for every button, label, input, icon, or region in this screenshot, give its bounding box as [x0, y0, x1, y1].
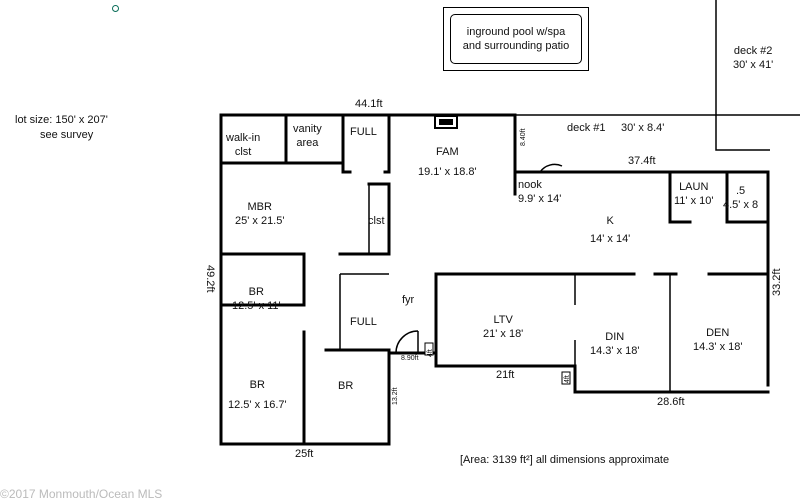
deck1-name: deck #1 [567, 122, 606, 134]
pool-inner-box: inground pool w/spa and surrounding pati… [450, 14, 582, 64]
pool-label-line1: inground pool w/spa [466, 26, 566, 38]
dim-br-side: 13.2ft [392, 387, 399, 405]
kitchen-name: K [606, 215, 614, 227]
br1-walls [219, 252, 306, 307]
fam-name: FAM [436, 146, 459, 158]
full-mid-label: FULL [350, 316, 377, 328]
ltv-dims: 21' x 18' [483, 328, 524, 340]
den-name: DEN [706, 327, 730, 339]
half-bath-label: .5 4.5' x 8 [723, 184, 758, 212]
lot-size-label: lot size: 150' x 207' [15, 114, 108, 126]
br3-label: BR [338, 380, 354, 392]
walkin-label: walk-in clst [226, 131, 260, 159]
ltv-label: LTV 21' x 18' [483, 313, 523, 341]
full-mid-walls [339, 273, 389, 350]
nook-label: nook 9.9' x 14' [518, 178, 561, 206]
ltv-name: LTV [493, 314, 513, 326]
fam-dims: 19.1' x 18.8' [418, 166, 477, 178]
entry-door-swing [395, 330, 419, 354]
marker-dot-icon [112, 5, 119, 12]
area-note: [Area: 3139 ft²] all dimensions approxim… [460, 454, 670, 466]
deck2-dims: 30' x 41' [733, 59, 774, 71]
dim-step-small: 8.90ft [401, 355, 419, 362]
walkin-name2: clst [234, 146, 252, 158]
laun-dims: 11' x 10' [674, 195, 714, 207]
fam-label: FAM 19.1' x 18.8' [418, 145, 477, 179]
dim-bottom-left: 25ft [295, 448, 314, 460]
kitchen-dims: 14' x 14' [590, 233, 631, 245]
step-mark-din [561, 371, 571, 385]
mbr-name: MBR [247, 201, 272, 213]
dim-mid: 21ft [496, 369, 515, 381]
half-bath-name: .5 [735, 185, 746, 197]
dim-bottom-right: 28.6ft [657, 396, 685, 408]
mbr-label: MBR 25' x 21.5' [235, 200, 284, 228]
den-label: DEN 14.3' x 18' [693, 326, 742, 354]
nook-name: nook [518, 179, 542, 191]
deck1-dims: 30' x 8.4' [621, 122, 665, 134]
vanity-name: vanity [293, 123, 322, 135]
dim-right: 33.2ft [771, 268, 783, 296]
pool-box: inground pool w/spa and surrounding pati… [443, 7, 589, 71]
br1-label: BR 12.5' x 11' [232, 285, 281, 313]
vanity-label: vanity area [293, 122, 322, 150]
dim-top: 44.1ft [355, 98, 383, 110]
clst-walls [367, 182, 391, 256]
deck2-name: deck #2 [733, 45, 773, 57]
br1-dims: 12.5' x 11' [232, 300, 281, 312]
dim-step-vert: 4ft [427, 349, 434, 357]
br1-name: BR [248, 286, 264, 298]
laun-label: LAUN 11' x 10' [674, 180, 713, 208]
den-dims: 14.3' x 18' [693, 341, 743, 353]
br2-dims: 12.5' x 16.7' [228, 399, 287, 411]
laun-name: LAUN [679, 181, 709, 193]
full-bath-top-walls [341, 113, 391, 174]
watermark: ©2017 Monmouth/Ocean MLS [0, 487, 163, 501]
mbr-dims: 25' x 21.5' [235, 215, 285, 227]
br2-label: BR 12.5' x 16.7' [228, 378, 287, 412]
nook-dims: 9.9' x 14' [518, 193, 562, 205]
br2-name: BR [249, 379, 265, 391]
fireplace-icon [434, 115, 458, 129]
laun-half-walls [668, 170, 770, 224]
dim-kitchen-top: 37.4ft [628, 155, 656, 167]
kitchen-label: K 14' x 14' [590, 214, 630, 246]
fyr-label: fyr [402, 294, 415, 306]
step-mark-fyr [424, 342, 434, 356]
nook-door-swing [539, 163, 563, 173]
vanity-name2: area [296, 137, 319, 149]
dim-deck-side: 8.40ft [520, 128, 527, 146]
din-label: DIN 14.3' x 18' [590, 330, 639, 358]
see-survey-label: see survey [40, 129, 94, 141]
dim-left: 49.2ft [204, 265, 216, 293]
half-bath-dims: 4.5' x 8 [723, 199, 759, 211]
din-name: DIN [605, 331, 625, 343]
deck1-outline [515, 114, 770, 151]
clst-label: clst [368, 215, 385, 227]
din-dims: 14.3' x 18' [590, 345, 640, 357]
pool-label-line2: and surrounding patio [462, 40, 570, 52]
dim-mid-vert: 4ft [564, 375, 571, 383]
deck2-label: deck #2 30' x 41' [733, 44, 773, 72]
full-top-label: FULL [350, 126, 377, 138]
walkin-name: walk-in [226, 132, 261, 144]
fireplace-hearth [439, 119, 453, 125]
